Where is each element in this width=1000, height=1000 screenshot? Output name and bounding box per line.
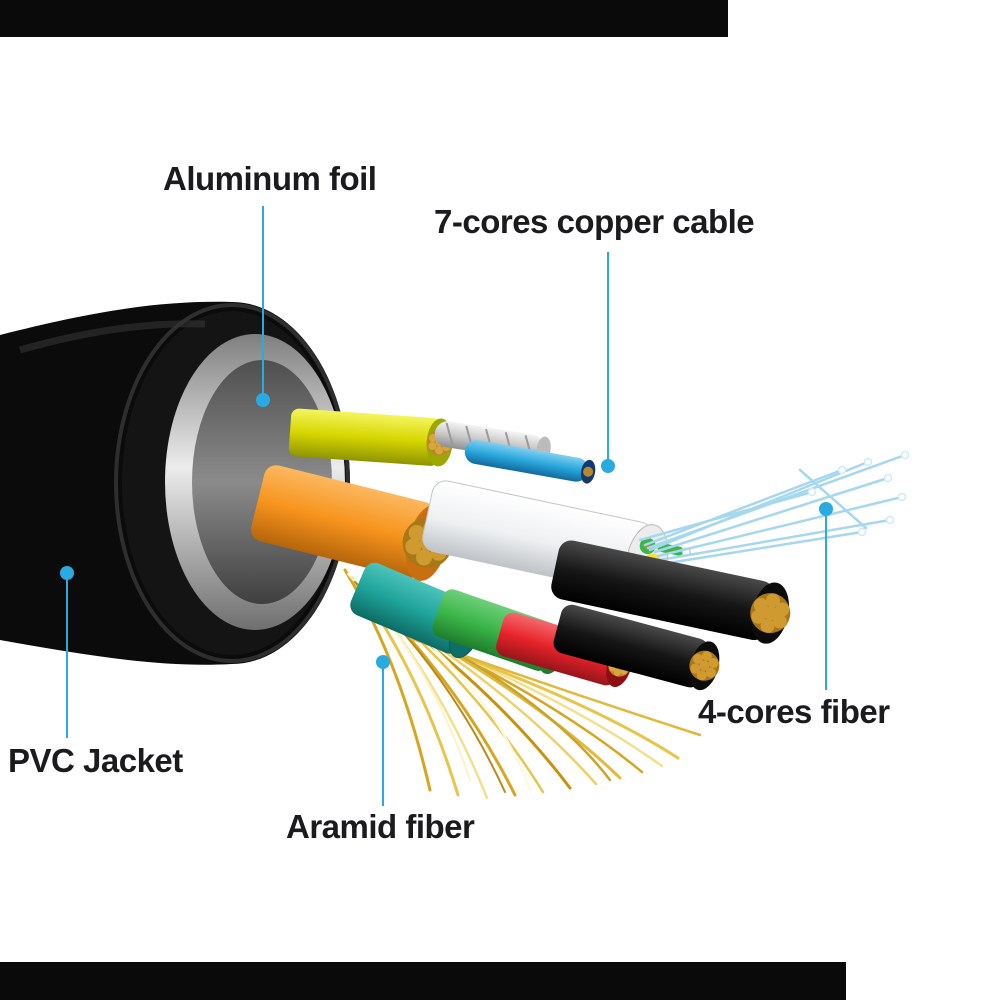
blue-wire xyxy=(464,440,596,484)
label-four-cores-fiber: 4-cores fiber xyxy=(698,693,890,730)
optical-fiber-strands xyxy=(638,450,910,566)
label-pvc-jacket: PVC Jacket xyxy=(8,742,183,779)
leader-four-cores-fiber xyxy=(819,502,833,690)
top-black-bar xyxy=(0,0,728,37)
label-aluminum-foil: Aluminum foil xyxy=(163,160,377,197)
leader-dot xyxy=(819,502,833,516)
black-wire-small xyxy=(553,604,720,691)
leader-dot xyxy=(376,655,390,669)
bottom-black-bar xyxy=(0,962,846,1000)
leader-dot xyxy=(60,566,74,580)
label-copper-cable: 7-cores copper cable xyxy=(434,203,755,240)
leader-dot xyxy=(256,393,270,407)
black-wire-large xyxy=(551,540,791,644)
label-aramid-fiber: Aramid fiber xyxy=(286,808,475,845)
leader-pvc-jacket xyxy=(60,566,74,738)
leader-dot xyxy=(601,459,615,473)
leader-aluminum-foil xyxy=(256,206,270,407)
leader-copper-cable xyxy=(601,252,615,473)
leader-aramid-fiber xyxy=(376,655,390,806)
